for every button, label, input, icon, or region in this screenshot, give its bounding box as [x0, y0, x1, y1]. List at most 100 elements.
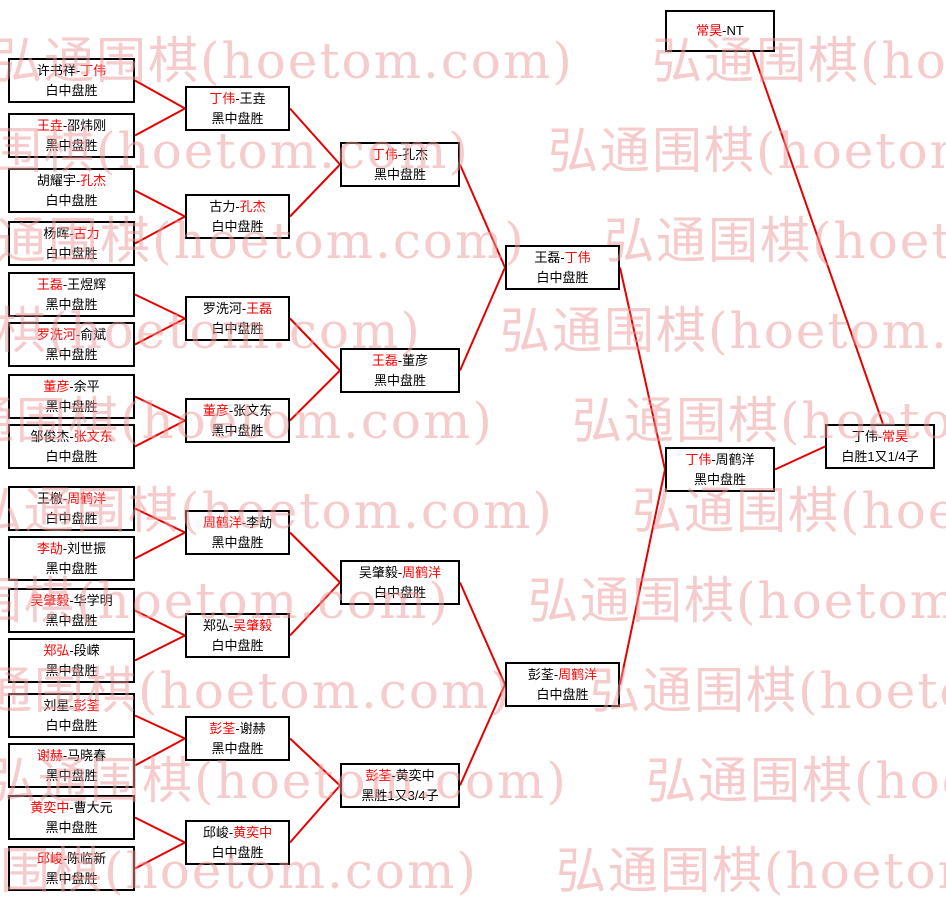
- match-round-1-9: 王檄-周鹤洋白中盘胜: [8, 486, 135, 531]
- player-name: 王煜辉: [67, 276, 107, 292]
- game-result: 白中盘胜: [45, 245, 98, 261]
- game-result: 白中盘胜: [211, 844, 264, 860]
- player-name: 吴肇毅: [233, 617, 273, 633]
- player-name: 罗洗河: [202, 300, 242, 316]
- game-result: 黑中盘胜: [45, 662, 98, 678]
- connector-line: [289, 784, 341, 844]
- player-name: 周鹤洋: [715, 451, 755, 467]
- player-name: 邵炜刚: [67, 117, 107, 133]
- pairing-line: 古力-孔杰: [209, 197, 265, 217]
- connector-line: [459, 582, 506, 685]
- pairing-line: 王磊-丁伟: [534, 248, 590, 268]
- separator: -: [397, 146, 403, 162]
- pairing-line: 董彦-张文东: [203, 401, 272, 421]
- game-result: 白中盘胜: [211, 637, 264, 653]
- player-name: 王磊: [371, 352, 398, 368]
- separator: -: [560, 249, 565, 265]
- game-result: 黑中盘胜: [693, 471, 746, 487]
- pairing-line: 彭荃-谢赫: [209, 719, 265, 739]
- connector-line: [134, 189, 186, 218]
- separator: -: [397, 564, 403, 580]
- connector-line: [619, 267, 666, 470]
- player-name: 杨晖: [43, 225, 70, 241]
- match-round-1-5: 王磊-王煜辉黑中盘胜: [8, 272, 135, 317]
- separator: -: [75, 62, 81, 78]
- separator: -: [62, 276, 68, 292]
- game-result: 黑中盘胜: [45, 767, 98, 783]
- match-round-1-15: 黄奕中-曹大元黑中盘胜: [8, 795, 135, 840]
- game-result: 黑中盘胜: [211, 740, 264, 756]
- game-result: 黑胜1又3/4子: [361, 787, 439, 803]
- pairing-line: 彭荃-周鹤洋: [528, 665, 597, 685]
- separator: -: [241, 514, 247, 530]
- match-round-1-13: 刘星-彭荃白中盘胜: [8, 693, 135, 738]
- separator: -: [69, 378, 74, 394]
- separator: -: [62, 747, 68, 763]
- connector-line: [134, 419, 186, 448]
- player-name: 黄奕中: [395, 767, 435, 783]
- pairing-line: 郑弘-段嵘: [43, 641, 99, 661]
- connector-line: [134, 737, 186, 767]
- game-result: 白中盘胜: [211, 218, 264, 234]
- separator: -: [69, 225, 74, 241]
- connector-line: [459, 164, 506, 268]
- pairing-line: 丁伟-周鹤洋: [685, 450, 754, 470]
- game-result: 白中盘胜: [45, 192, 98, 208]
- game-result: 黑中盘胜: [373, 166, 426, 182]
- player-name: 周鹤洋: [202, 514, 242, 530]
- match-round-1-14: 谢赫-马晓春黑中盘胜: [8, 743, 135, 788]
- match-quarterfinal-3: 吴肇毅-周鹤洋白中盘胜: [340, 560, 460, 605]
- player-name: 王垚: [36, 117, 63, 133]
- separator: -: [62, 117, 68, 133]
- match-round-2-4: 董彦-张文东黑中盘胜: [185, 398, 290, 443]
- connector-line: [289, 531, 341, 584]
- pairing-line: 杨晖-古力: [43, 224, 99, 244]
- connector-line: [619, 469, 666, 685]
- pairing-line: 王磊-董彦: [372, 351, 428, 371]
- match-round-2-2: 古力-孔杰白中盘胜: [185, 194, 290, 239]
- player-name: 古力: [73, 225, 100, 241]
- pairing-line: 谢赫-马晓春: [37, 746, 106, 766]
- separator: -: [69, 428, 74, 444]
- connector-line: [134, 531, 186, 560]
- separator: -: [722, 23, 727, 38]
- player-name: 黄奕中: [233, 824, 273, 840]
- match-semifinal-2: 彭荃-周鹤洋白中盘胜: [505, 662, 620, 707]
- player-name: 丁伟: [80, 62, 107, 78]
- player-name: 黄奕中: [30, 799, 70, 815]
- separator: -: [62, 490, 68, 506]
- separator: -: [62, 850, 68, 866]
- player-name: 陈临新: [67, 850, 107, 866]
- player-name: 华学明: [73, 592, 113, 608]
- player-name: 王垚: [239, 90, 266, 106]
- separator: -: [711, 451, 716, 467]
- game-result: 黑中盘胜: [45, 296, 98, 312]
- connector-line: [752, 51, 884, 425]
- pairing-line: 王檄-周鹤洋: [37, 489, 106, 509]
- game-result: 白中盘胜: [45, 510, 98, 526]
- pairing-line: 王垚-邵炜刚: [37, 116, 106, 136]
- separator: -: [553, 666, 559, 682]
- pairing-line: 罗洗河-俞斌: [37, 325, 106, 345]
- separator: -: [235, 90, 240, 106]
- player-name: 曹大元: [73, 799, 113, 815]
- separator: -: [62, 540, 68, 556]
- match-round-2-6: 郑弘-吴肇毅白中盘胜: [185, 613, 290, 658]
- game-result: 白中盘胜: [45, 82, 98, 98]
- match-quarterfinal-4: 彭荃-黄奕中黑胜1又3/4子: [340, 763, 460, 808]
- game-result: 白中盘胜: [45, 448, 98, 464]
- pairing-line: 丁伟-常昊: [852, 427, 908, 447]
- player-name: 吴肇毅: [30, 592, 70, 608]
- connector-line: [134, 609, 186, 637]
- game-result: 黑中盘胜: [45, 398, 98, 414]
- game-result: 黑中盘胜: [45, 612, 98, 628]
- player-name: 周鹤洋: [402, 564, 442, 580]
- player-name: 董彦: [43, 378, 70, 394]
- match-round-1-10: 李劼-刘世振黑中盘胜: [8, 536, 135, 581]
- game-result: 黑中盘胜: [45, 819, 98, 835]
- match-round-1-2: 王垚-邵炜刚黑中盘胜: [8, 113, 135, 158]
- separator: -: [397, 352, 403, 368]
- player-name: 段嵘: [73, 642, 100, 658]
- separator: -: [877, 428, 883, 444]
- pairing-line: 彭荃-黄奕中: [365, 766, 434, 786]
